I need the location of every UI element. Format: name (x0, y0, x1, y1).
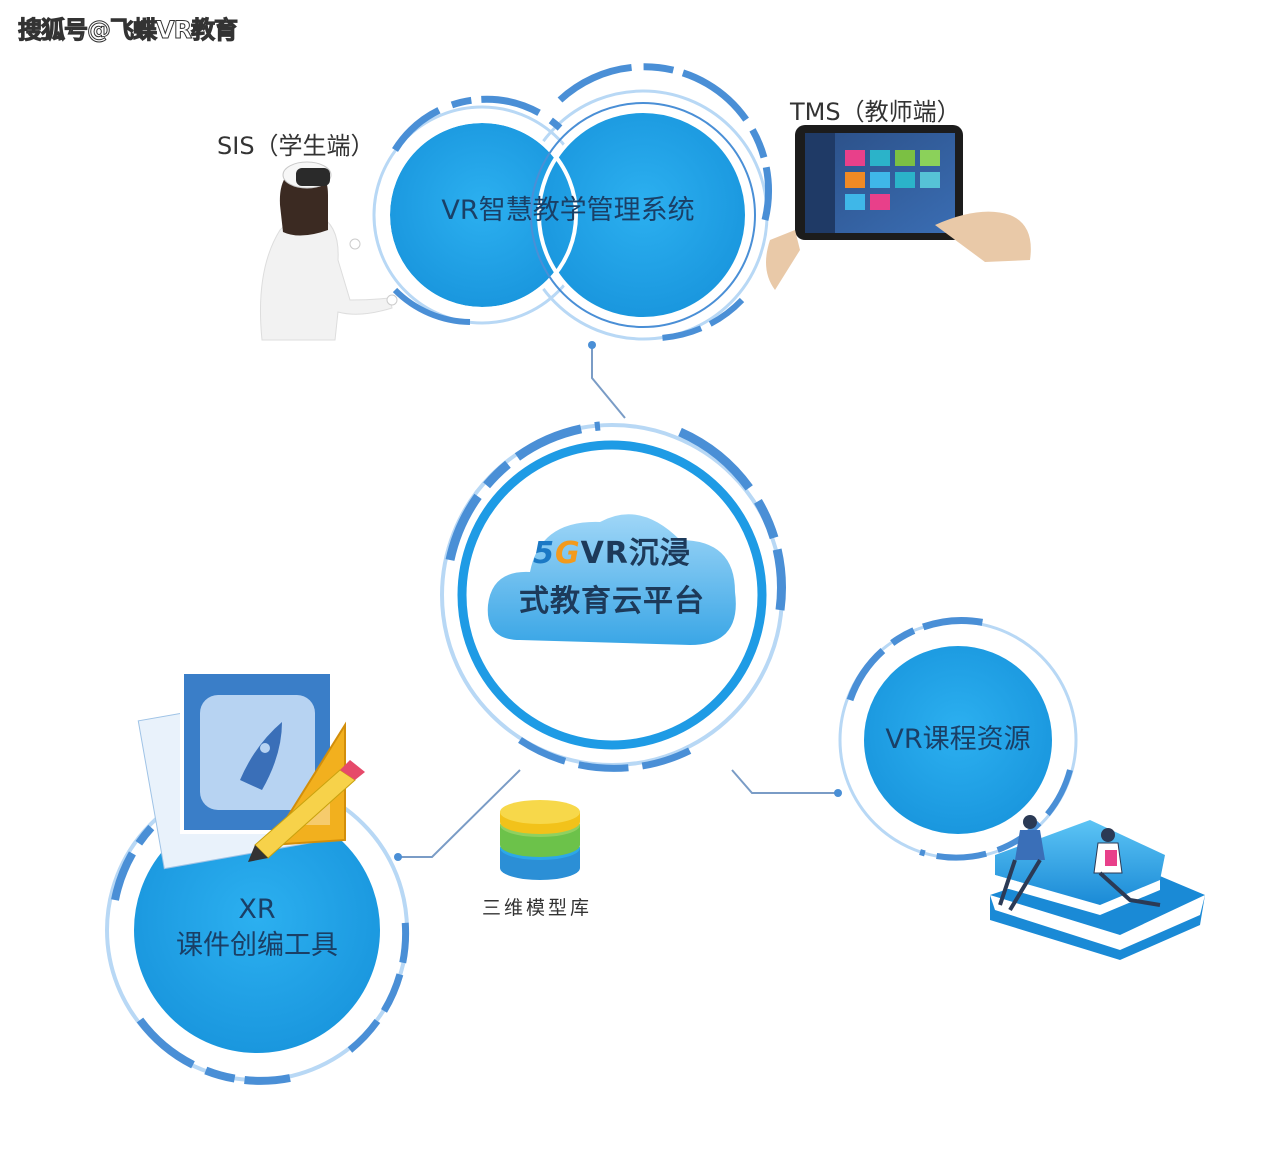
tms-label: TMS（教师端） (790, 98, 961, 126)
cloud-icon (487, 514, 736, 645)
model-library-label: 三维模型库 (482, 897, 593, 919)
5g-badge: 5G (533, 536, 581, 571)
platform-title: 5GVR沉浸 式教育云平台 (492, 530, 732, 626)
courses-circle-group (838, 617, 1078, 861)
ruler-pencil-icon (248, 721, 365, 862)
teacher-tablet-icon (766, 125, 1031, 290)
connector-left (394, 769, 521, 861)
watermark-text: 搜狐号@飞蝶VR教育 (17, 16, 238, 45)
xr-title: XR 课件创编工具 (142, 892, 372, 965)
courses-title: VR课程资源 (885, 724, 1031, 755)
platform-circle-group (440, 421, 786, 772)
management-circle-group (372, 63, 772, 341)
database-stack-icon (500, 800, 580, 880)
connector-top (588, 341, 626, 419)
open-book-readers-icon (990, 815, 1205, 960)
connector-lines (394, 341, 842, 861)
xr-title-line1: XR (238, 894, 276, 925)
management-system-title: VR智慧教学管理系统 (441, 195, 695, 226)
platform-title-line2: 式教育云平台 (519, 584, 705, 619)
sis-label: SIS（学生端） (217, 132, 375, 160)
platform-title-line1: 5GVR沉浸 (533, 536, 691, 571)
connector-right (731, 769, 842, 797)
xr-title-line2: 课件创编工具 (176, 930, 338, 962)
vr-headset-student-figure (260, 161, 398, 341)
